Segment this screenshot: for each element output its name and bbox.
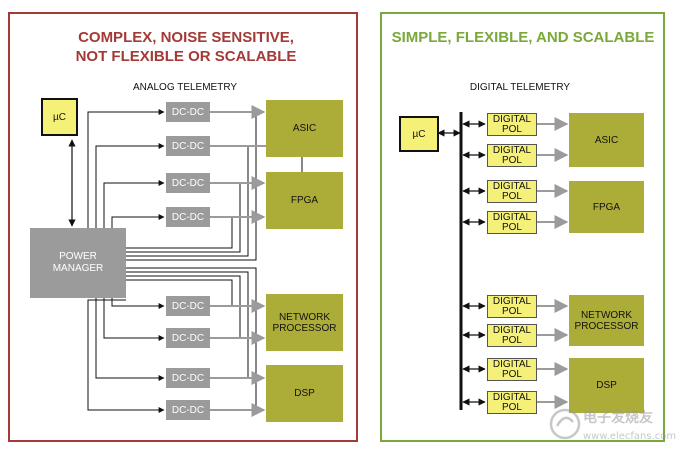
digital-pol-label: DIGITAL POL — [492, 113, 532, 135]
dcdc-converter-5: DC-DC — [166, 296, 210, 316]
digital-pol-label: DIGITAL POL — [492, 358, 532, 380]
digital-pol-label: DIGITAL POL — [492, 295, 532, 317]
digital-pol-4: DIGITAL POL — [487, 211, 537, 234]
digital-pol-5: DIGITAL POL — [487, 295, 537, 318]
power-manager-label: POWER MANAGER — [52, 251, 104, 274]
analog-telemetry-label: ANALOG TELEMETRY — [132, 82, 238, 93]
dcdc-label: DC-DC — [171, 332, 205, 344]
left-microcontroller: µC — [41, 98, 78, 136]
right-panel-title: SIMPLE, FLEXIBLE, AND SCALABLE — [391, 29, 655, 46]
right-microcontroller: µC — [399, 116, 439, 152]
right-fpga-block: FPGA — [569, 181, 644, 233]
right-microcontroller-label: µC — [412, 128, 426, 140]
digital-pol-7: DIGITAL POL — [487, 358, 537, 381]
dcdc-label: DC-DC — [171, 140, 205, 152]
left-dsp-block: DSP — [266, 365, 343, 422]
left-network-processor-block: NETWORK PROCESSOR — [266, 294, 343, 351]
digital-telemetry-label: DIGITAL TELEMETRY — [469, 82, 571, 93]
left-panel-title: COMPLEX, NOISE SENSITIVE, NOT FLEXIBLE O… — [75, 29, 297, 65]
right-fpga-label: FPGA — [592, 201, 621, 213]
right-panel — [380, 12, 665, 442]
left-asic-block: ASIC — [266, 100, 343, 157]
dcdc-label: DC-DC — [171, 404, 205, 416]
right-asic-block: ASIC — [569, 113, 644, 167]
left-fpga-block: FPGA — [266, 172, 343, 229]
right-asic-label: ASIC — [594, 134, 619, 146]
digital-pol-label: DIGITAL POL — [492, 144, 532, 166]
digital-pol-label: DIGITAL POL — [492, 211, 532, 233]
digital-pol-label: DIGITAL POL — [492, 324, 532, 346]
digital-pol-label: DIGITAL POL — [492, 391, 532, 413]
dcdc-label: DC-DC — [171, 106, 205, 118]
dcdc-converter-7: DC-DC — [166, 368, 210, 388]
dcdc-converter-3: DC-DC — [166, 173, 210, 193]
left-asic-label: ASIC — [292, 123, 317, 134]
digital-pol-2: DIGITAL POL — [487, 144, 537, 167]
dcdc-label: DC-DC — [171, 372, 205, 384]
left-network-processor-label: NETWORK PROCESSOR — [272, 311, 337, 334]
dcdc-label: DC-DC — [171, 177, 205, 189]
right-dsp-block: DSP — [569, 358, 644, 413]
right-network-processor-block: NETWORK PROCESSOR — [569, 295, 644, 346]
left-dsp-label: DSP — [294, 388, 315, 399]
dcdc-label: DC-DC — [171, 300, 205, 312]
left-fpga-label: FPGA — [290, 195, 319, 206]
svg-text:电子发烧友: 电子发烧友 — [583, 409, 653, 426]
dcdc-label: DC-DC — [171, 211, 205, 223]
dcdc-converter-6: DC-DC — [166, 328, 210, 348]
digital-pol-1: DIGITAL POL — [487, 113, 537, 136]
dcdc-converter-8: DC-DC — [166, 400, 210, 420]
dcdc-converter-1: DC-DC — [166, 102, 210, 122]
svg-text:www.elecfans.com: www.elecfans.com — [583, 431, 676, 442]
right-dsp-label: DSP — [596, 380, 617, 391]
right-network-processor-label: NETWORK PROCESSOR — [574, 309, 639, 332]
digital-pol-label: DIGITAL POL — [492, 180, 532, 202]
digital-pol-6: DIGITAL POL — [487, 324, 537, 347]
digital-pol-3: DIGITAL POL — [487, 180, 537, 203]
left-panel — [8, 12, 358, 442]
left-microcontroller-label: µC — [53, 111, 66, 123]
digital-pol-8: DIGITAL POL — [487, 391, 537, 414]
power-manager: POWER MANAGER — [30, 228, 126, 298]
dcdc-converter-2: DC-DC — [166, 136, 210, 156]
elecfans-watermark-logo: 电子发烧友 www.elecfans.com — [549, 408, 676, 442]
dcdc-converter-4: DC-DC — [166, 207, 210, 227]
